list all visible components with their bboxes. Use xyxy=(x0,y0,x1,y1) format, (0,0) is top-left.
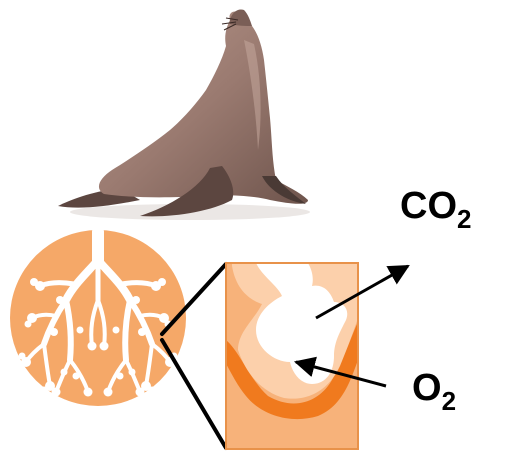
o2-arrow xyxy=(293,356,387,388)
o2-label: O2 xyxy=(412,367,456,416)
lung-cross-section-icon xyxy=(10,226,186,406)
alveolus-detail-icon xyxy=(225,262,359,450)
co2-label: CO2 xyxy=(400,185,471,234)
gas-arrows xyxy=(293,264,410,388)
sea-lion-icon xyxy=(58,9,310,220)
co2-arrow xyxy=(315,264,410,320)
zoom-connector-lines xyxy=(160,262,228,450)
